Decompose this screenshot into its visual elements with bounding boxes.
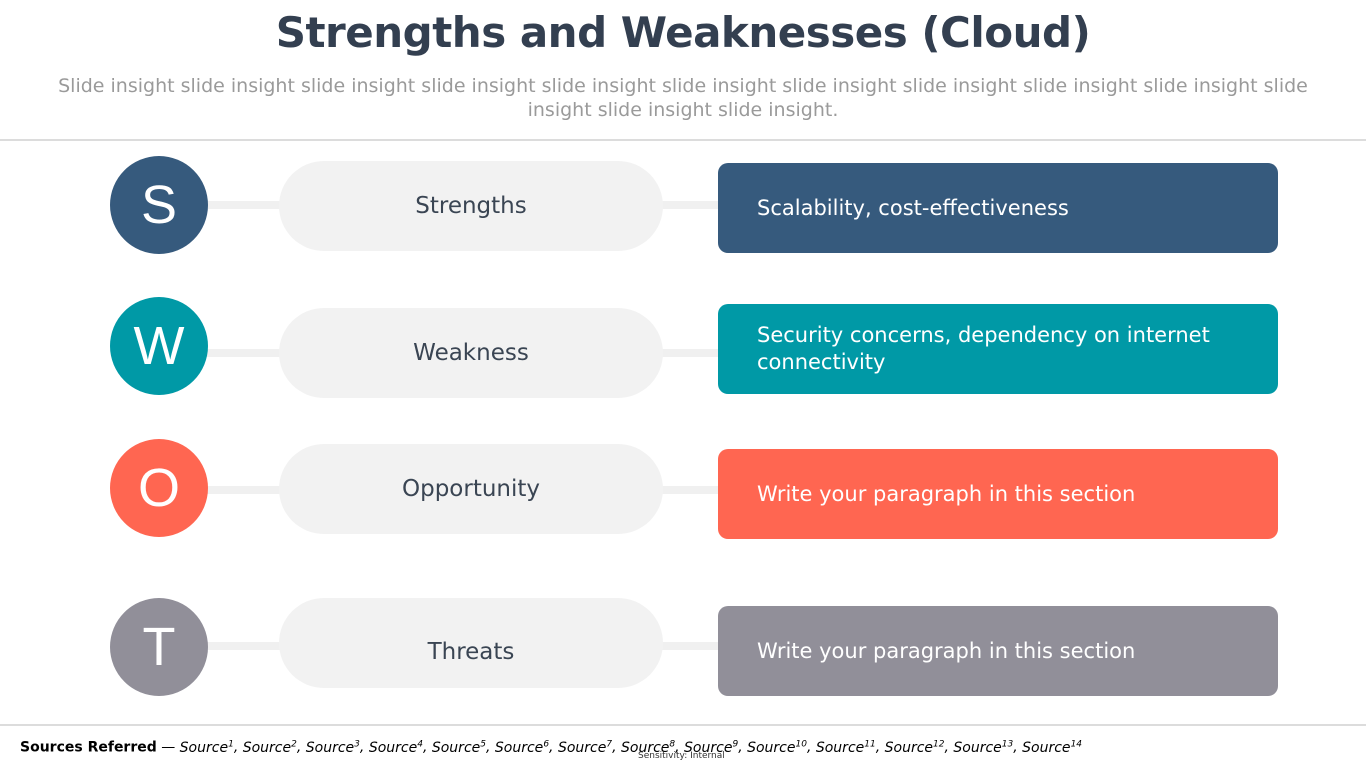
source-ref: Source10 — [747, 739, 807, 756]
source-ref: Source5 — [431, 739, 486, 756]
text-box-weakness: Security concerns, dependency on interne… — [718, 304, 1278, 394]
slide-subtitle: Slide insight slide insight slide insigh… — [58, 75, 1308, 121]
letter-circle-o: O — [110, 439, 208, 537]
text-box-threats: Write your paragraph in this section — [718, 606, 1278, 696]
sources-list: Source1, Source2, Source3, Source4, Sour… — [179, 739, 1083, 756]
source-ref: Source11 — [815, 739, 876, 756]
label-pill-threats: Threats — [279, 598, 663, 688]
sources-dash: — — [156, 739, 180, 756]
source-ref: Source9 — [684, 739, 739, 756]
source-ref: Source3 — [305, 739, 360, 756]
source-ref: Source12 — [884, 739, 945, 756]
source-ref: Source7 — [557, 739, 613, 756]
text-box-opportunity: Write your paragraph in this section — [718, 449, 1278, 539]
top-divider — [0, 139, 1366, 141]
label-pill-opportunity: Opportunity — [279, 444, 663, 534]
source-ref: Source13 — [953, 739, 1014, 756]
label-pill-strengths: Strengths — [279, 161, 663, 251]
source-ref: Source2 — [242, 739, 297, 756]
source-ref: Source14 — [1022, 739, 1083, 756]
bottom-divider — [0, 724, 1366, 726]
source-ref: Source8 — [621, 739, 676, 756]
label-pill-weakness: Weakness — [279, 308, 663, 398]
letter-circle-w: W — [110, 297, 208, 395]
slide-title: Strengths and Weaknesses (Cloud) — [275, 8, 1091, 57]
sources-label: Sources Referred — [20, 739, 157, 756]
text-box-strengths: Scalability, cost-effectiveness — [718, 163, 1278, 253]
source-ref: Source4 — [368, 739, 423, 756]
source-ref: Source6 — [494, 739, 550, 756]
sources-line: Sources Referred — Source1, Source2, Sou… — [20, 739, 1082, 756]
letter-circle-s: S — [110, 156, 208, 254]
letter-circle-t: T — [110, 598, 208, 696]
sensitivity-label: Sensitivity: Internal — [638, 751, 725, 761]
source-ref: Source1 — [179, 739, 234, 756]
